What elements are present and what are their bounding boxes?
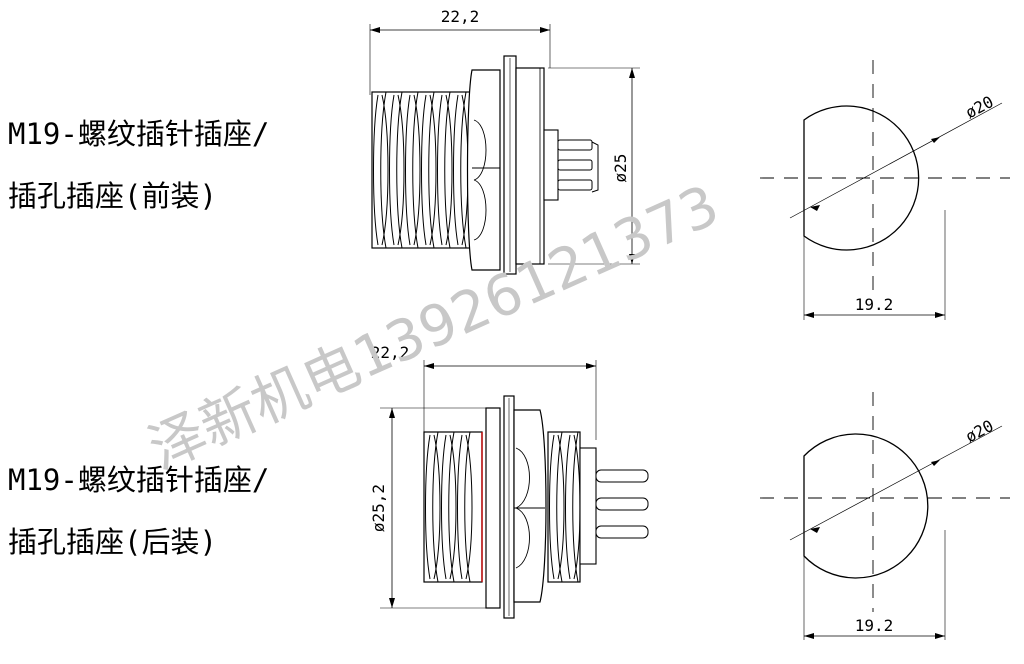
bottom-length-dim: 22,2 [371, 343, 410, 362]
top-length-dim: 22,2 [441, 7, 480, 26]
top-end-view: ø20 19.2 [760, 60, 1010, 320]
top-flat-dim: 19.2 [855, 295, 894, 314]
bottom-flange-dim: ø25,2 [369, 484, 388, 532]
top-circle-dim: ø20 [962, 92, 996, 122]
top-title-line2: 插孔插座(前装) [8, 179, 217, 213]
bottom-end-view: ø20 19.2 [760, 392, 1010, 640]
bottom-title-line2: 插孔插座(后装) [8, 525, 217, 559]
bottom-side-view: 22,2 [369, 343, 649, 619]
top-side-view: 22,2 [369, 7, 640, 275]
bottom-flat-dim: 19.2 [855, 616, 894, 635]
top-title-line1: M19-螺纹插针插座/ [8, 117, 270, 151]
top-flange-dim: ø25 [611, 154, 630, 183]
bottom-title-line1: M19-螺纹插针插座/ [8, 463, 270, 497]
bottom-circle-dim: ø20 [962, 416, 996, 446]
